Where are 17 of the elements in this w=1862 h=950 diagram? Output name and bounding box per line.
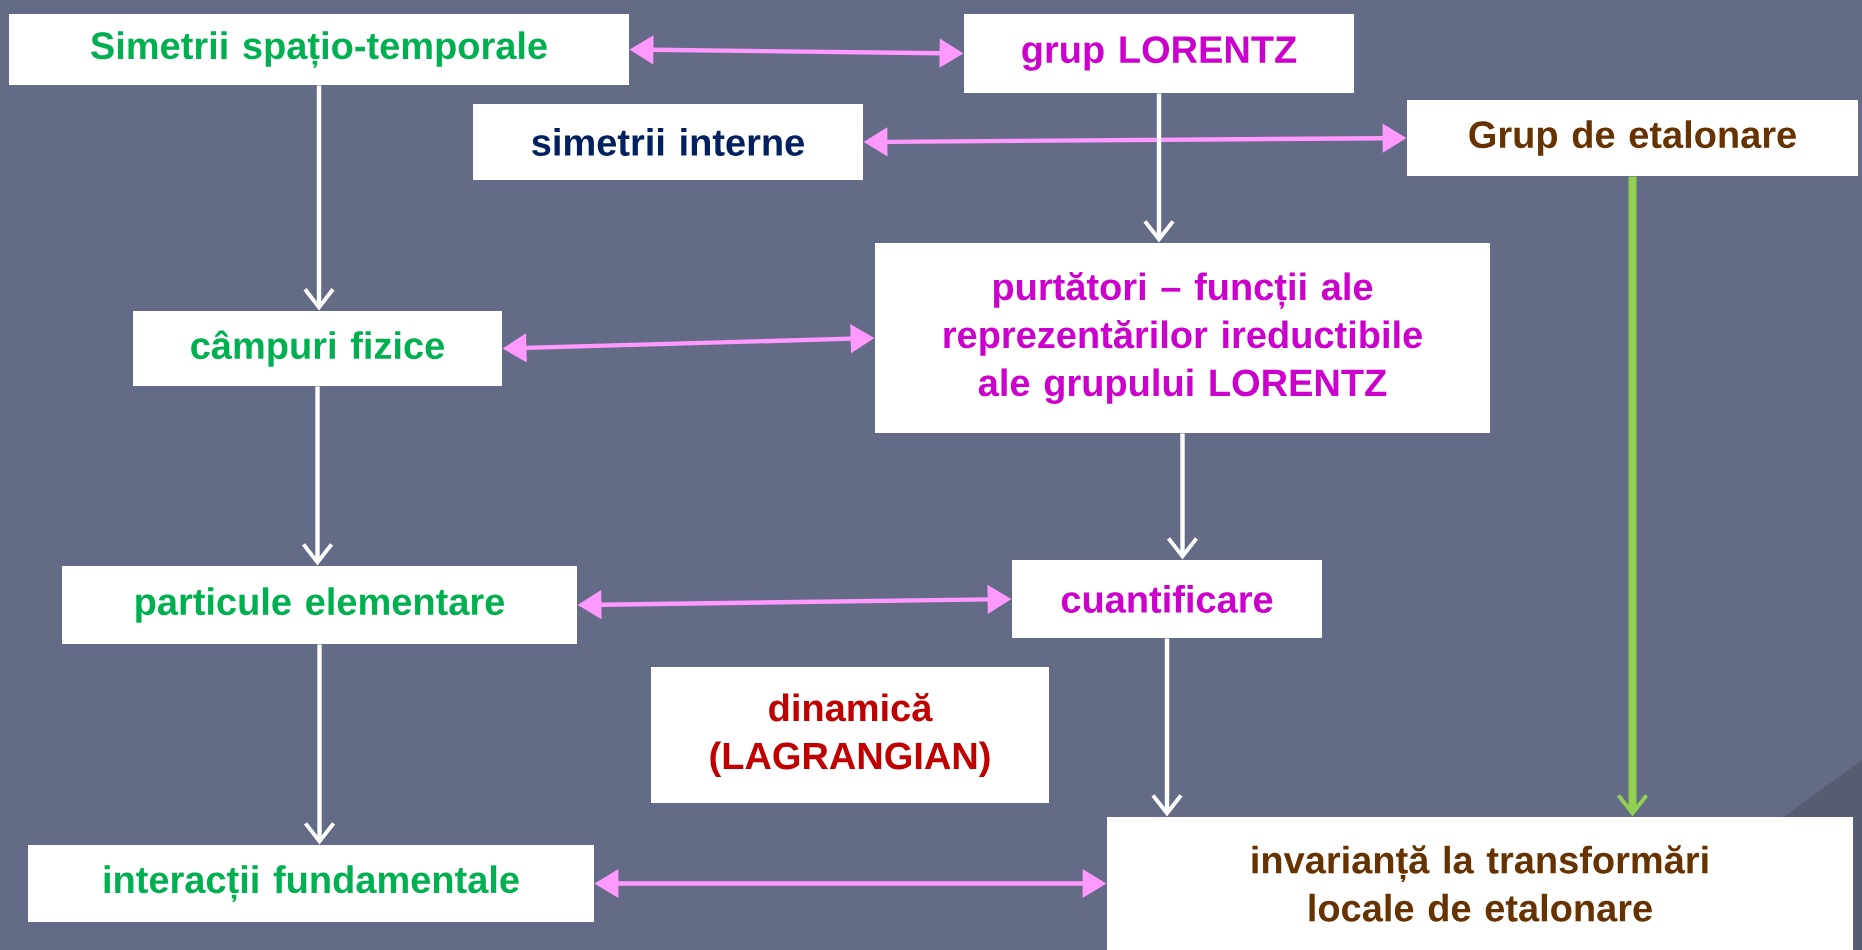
arrow: [1143, 93, 1175, 243]
text-box: simetrii interne: [473, 104, 863, 180]
text-box: particule elementare: [62, 566, 577, 644]
text-box: dinamică (LAGRANGIAN): [651, 667, 1049, 803]
text-box: Simetrii spațio-temporale: [9, 14, 629, 85]
arrow: [301, 386, 334, 566]
text-box: purtători – funcții ale reprezentărilor ireductibile ale grupului LORENTZ: [875, 243, 1490, 433]
arrow: [303, 85, 335, 311]
arrow: [1151, 638, 1183, 817]
text-box: invarianță la transformări locale de etalonare: [1107, 817, 1853, 950]
text-box: câmpuri fizice: [133, 311, 502, 386]
arrow: [303, 644, 336, 845]
text-box: Grup de etalonare: [1407, 100, 1858, 176]
text-box: cuantificare: [1012, 560, 1322, 638]
arrow: [1166, 433, 1199, 560]
text-box: interacții fundamentale: [28, 845, 594, 922]
text-box: grup LORENTZ: [964, 14, 1354, 93]
